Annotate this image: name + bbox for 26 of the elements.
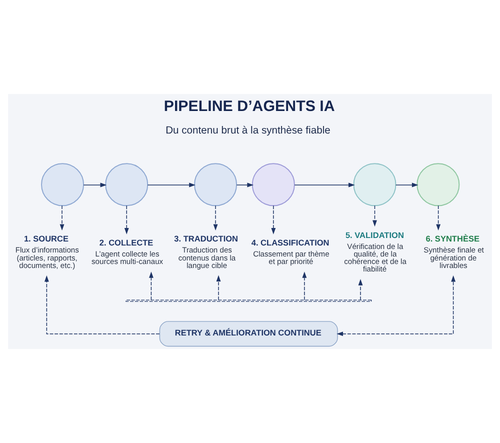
label: Du contenu brut à la synthèse fiable — [166, 126, 330, 137]
arrow — [147, 182, 196, 188]
arrow — [213, 205, 218, 231]
node-circle — [105, 163, 148, 206]
arrow — [302, 272, 307, 300]
node-bar — [126, 300, 372, 302]
arrow — [83, 182, 107, 188]
node-circle — [194, 163, 238, 206]
arrow — [358, 279, 363, 300]
arrow — [149, 272, 154, 300]
arrow — [372, 205, 377, 227]
node-circle — [41, 163, 84, 206]
arrow — [294, 182, 355, 188]
arrow — [271, 205, 276, 234]
arrow — [60, 205, 64, 231]
arrow — [336, 275, 456, 336]
arrow — [216, 275, 221, 300]
node-circle — [353, 163, 396, 206]
arrow — [395, 182, 418, 188]
diagram-title: PIPELINE D’AGENTS IA — [164, 98, 335, 115]
arrow — [124, 205, 129, 234]
arrow — [44, 275, 160, 334]
arrow — [436, 205, 441, 231]
node-circle — [252, 163, 295, 206]
arrow — [236, 182, 254, 188]
node-circle — [416, 163, 460, 206]
